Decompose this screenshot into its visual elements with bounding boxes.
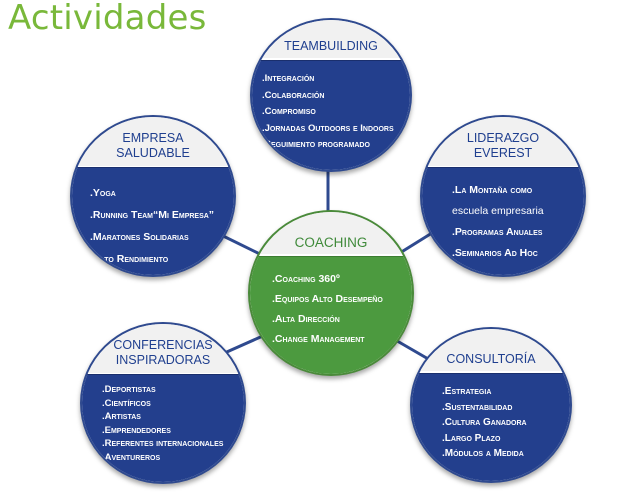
list-item: .Running Team“Mi Empresa” [90, 209, 215, 221]
list-item: .Compromiso [262, 106, 316, 117]
list-item: .Científicos [102, 397, 151, 409]
list-item: .Sustentabilidad [442, 401, 513, 413]
list-item: .Emprendedores [102, 424, 171, 436]
node-teambuilding: TEAMBUILDING .Integración .Colaboración … [250, 18, 412, 172]
node-title: CONFERENCIAS [113, 338, 213, 352]
list-item: .Seminarios Ad Hoc [452, 247, 538, 259]
node-empresa-saludable: EMPRESA SALUDABLE .Yoga .Running Team“Mi… [70, 115, 236, 277]
list-item: .Colaboración [262, 89, 325, 101]
list-item: .Deportistas [102, 384, 156, 395]
node-title: EVEREST [473, 146, 533, 160]
node-coaching: COACHING .Coaching 360º .Equipos Alto De… [248, 210, 414, 376]
node-title: EMPRESA [122, 131, 184, 145]
node-liderazgo-everest: LIDERAZGO EVEREST .La Montaña como escue… [420, 115, 586, 277]
list-item: .Referentes internacionales [102, 438, 224, 449]
list-item: .Artistas [102, 411, 141, 422]
list-item: .Cultura Ganadora [442, 417, 527, 428]
list-item: escuela empresaria [452, 205, 544, 217]
node-conferencias-inspiradoras: CONFERENCIAS INSPIRADORAS .Deportistas .… [80, 322, 246, 484]
list-item: .Alto Rendimiento [90, 253, 169, 265]
node-title: CONSULTORÍA [446, 352, 536, 366]
node-title: LIDERAZGO [466, 131, 540, 145]
page-title: Actividades [8, 0, 207, 38]
list-item: .La Montaña como [452, 184, 533, 196]
list-item: .Seguimiento programado [262, 139, 370, 150]
node-title: TEAMBUILDING [284, 39, 378, 53]
list-item: .Largo Plazo [442, 432, 501, 444]
list-item: .Integración [262, 73, 315, 84]
list-item: .Estrategia [442, 386, 492, 397]
list-item: .Programas Anuales [452, 226, 543, 238]
list-item: .Jornadas Outdoors e Indoors [262, 122, 394, 134]
node-title: INSPIRADORAS [115, 353, 211, 367]
list-item: .Equipos Alto Desempeño [272, 293, 383, 305]
list-item: .Aventureros [102, 451, 161, 463]
list-item: .Maratones Solidarias [90, 231, 189, 243]
node-title: SALUDABLE [116, 146, 190, 160]
list-item: .Coaching 360º [272, 273, 340, 285]
list-item: .Change Management [272, 333, 365, 345]
list-item: .Yoga [90, 187, 116, 199]
node-consultoria: CONSULTORÍA .Estrategia .Sustentabilidad… [410, 327, 572, 483]
list-item: .Módulos a Medida [442, 448, 524, 459]
list-item: .Alta Dirección [272, 313, 340, 325]
node-title: COACHING [294, 235, 368, 250]
